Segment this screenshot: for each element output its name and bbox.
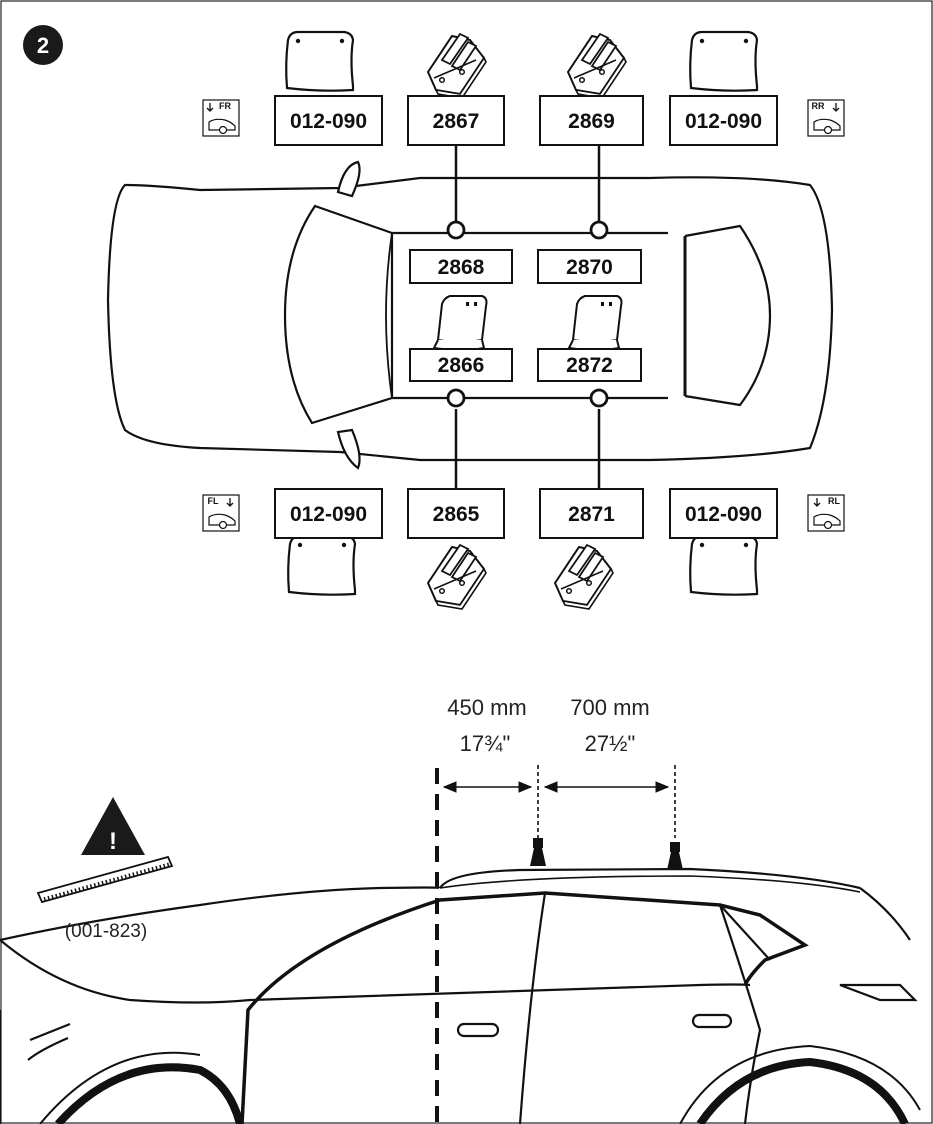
warning-triangle-icon: !: [81, 797, 145, 855]
foot-icon: [427, 33, 487, 99]
position-label: FR: [219, 101, 231, 111]
foot-icon: [554, 544, 614, 610]
foot-icon: [567, 33, 627, 99]
mount-points: [446, 220, 609, 408]
position-marker-rl: RL: [807, 494, 845, 532]
pad-label: 012-090: [290, 110, 367, 133]
foot-label: 2865: [433, 503, 480, 526]
position-marker-rr: RR: [807, 99, 845, 137]
pad-label: 012-090: [290, 503, 367, 526]
label-box: 2871: [539, 488, 644, 539]
position-label: RL: [828, 496, 840, 506]
pad-icon: [689, 30, 759, 92]
foot-label: 2869: [568, 110, 615, 133]
bar-spacing-imperial: 27½": [585, 731, 636, 756]
pad-label: 012-090: [685, 110, 762, 133]
step-number: 2: [37, 33, 49, 58]
kit-label: 2866: [438, 354, 485, 377]
dimension-lines: [435, 765, 676, 1124]
tool-part-number: (001-823): [65, 921, 147, 942]
label-box: 012-090: [274, 95, 383, 146]
foot-label: 2867: [433, 110, 480, 133]
bar-spacing-metric: 700 mm: [570, 695, 649, 720]
pad-icon: [287, 534, 357, 596]
position-marker-fr: FR: [202, 99, 240, 137]
label-box: 2867: [407, 95, 505, 146]
pad-icon: [689, 534, 759, 596]
roof-bar-foot: [530, 838, 546, 866]
position-label: FL: [208, 496, 219, 506]
front-distance-metric: 450 mm: [447, 695, 526, 720]
pad-icon: [285, 30, 355, 92]
kit-icon: [433, 295, 488, 351]
label-box: 2868: [409, 249, 513, 284]
foot-label: 2871: [568, 503, 615, 526]
label-box: 2865: [407, 488, 505, 539]
roof-bar-foot: [667, 842, 683, 870]
stem-lines: [454, 146, 601, 488]
kit-icon: [568, 295, 623, 351]
label-box: 012-090: [274, 488, 383, 539]
car-side-view: [0, 867, 921, 1124]
kit-label: 2868: [438, 256, 485, 279]
kit-label: 2870: [566, 256, 613, 279]
kit-label: 2872: [566, 354, 613, 377]
pad-label: 012-090: [685, 503, 762, 526]
front-distance-imperial: 17¾": [460, 731, 511, 756]
label-box: 012-090: [669, 95, 778, 146]
label-box: 2870: [537, 249, 642, 284]
car-top-view: [106, 160, 834, 470]
label-box: 012-090: [669, 488, 778, 539]
position-marker-fl: FL: [202, 494, 240, 532]
step-badge: 2: [23, 25, 63, 65]
warning-glyph: !: [109, 828, 117, 855]
measuring-ruler-icon: [36, 855, 174, 904]
label-box: 2872: [537, 348, 642, 382]
position-label: RR: [812, 101, 825, 111]
label-box: 2866: [409, 348, 513, 382]
foot-icon: [427, 544, 487, 610]
label-box: 2869: [539, 95, 644, 146]
